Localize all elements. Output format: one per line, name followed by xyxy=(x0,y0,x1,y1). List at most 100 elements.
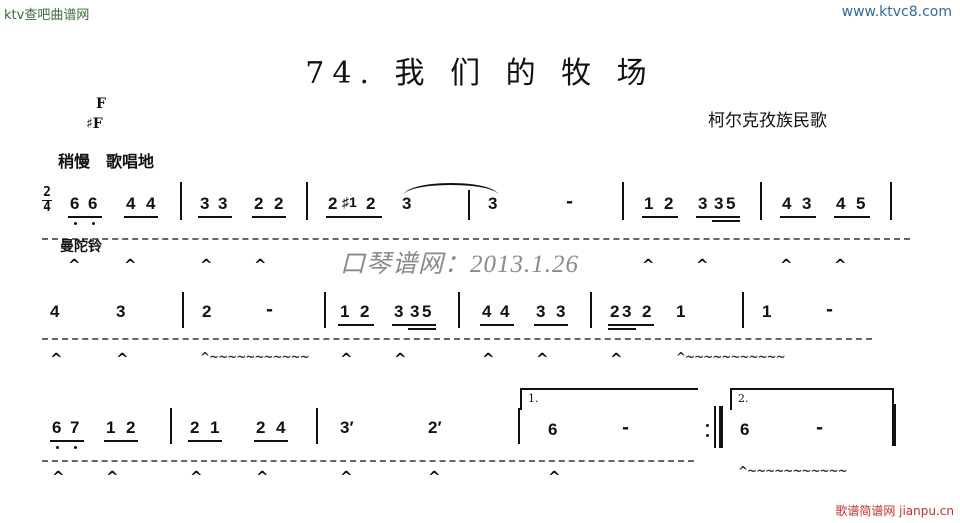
accompaniment-line xyxy=(42,460,694,462)
time-signature-divider xyxy=(42,200,52,201)
sustain-dash: - xyxy=(816,418,824,438)
note: 6 xyxy=(740,420,750,439)
underline xyxy=(252,216,286,218)
barline xyxy=(306,182,308,220)
accent-mark: ^ xyxy=(428,468,441,486)
underline xyxy=(338,324,374,326)
underline xyxy=(534,324,568,326)
note: 1 xyxy=(106,418,116,437)
accent-mark: ^ xyxy=(834,256,847,274)
note: 2 xyxy=(274,194,284,213)
underline xyxy=(834,216,870,218)
note: 6 xyxy=(88,194,98,213)
accent-mark: ^ xyxy=(340,468,353,486)
note: 6 xyxy=(70,194,80,213)
note: 4 xyxy=(482,302,492,321)
note: 1 xyxy=(340,302,350,321)
watermark-top-left: ktv查吧曲谱网 xyxy=(4,8,90,23)
accent-mark: ^ xyxy=(696,256,709,274)
watermark-middle: 口琴谱网：2013.1.26 xyxy=(340,251,580,278)
repeat-dot xyxy=(706,434,709,437)
instrument-label: 曼陀铃 xyxy=(60,239,102,255)
accent-mark: ^ xyxy=(68,256,81,274)
note: 5 xyxy=(856,194,866,213)
accent-mark: ^ xyxy=(200,256,213,274)
accent-mark: ^ xyxy=(190,468,203,486)
note: 3 xyxy=(394,302,404,321)
sustain-dash: - xyxy=(266,300,274,320)
note: 3 xyxy=(410,302,420,321)
watermark-top-right: www.ktvc8.com xyxy=(841,4,952,20)
note: 2 xyxy=(328,194,338,213)
underline xyxy=(50,440,84,442)
accent-mark: ^ xyxy=(548,468,561,486)
barline xyxy=(622,182,624,220)
time-signature-top: 2 xyxy=(43,185,51,200)
note: 3 xyxy=(402,194,412,213)
double-underline xyxy=(608,328,636,330)
note: 3 xyxy=(714,194,724,213)
accent-mark: ^ xyxy=(254,256,267,274)
accent-mark: ^ xyxy=(642,256,655,274)
double-underline xyxy=(712,220,740,222)
barline xyxy=(890,182,892,220)
low-octave-dot xyxy=(92,222,95,225)
barline xyxy=(468,190,470,220)
volta-label-2: 2. xyxy=(738,392,749,405)
barline xyxy=(742,292,744,328)
underline xyxy=(254,440,288,442)
low-octave-dot xyxy=(74,222,77,225)
note: 2 xyxy=(664,194,674,213)
note: 4 xyxy=(836,194,846,213)
underline xyxy=(608,324,654,326)
key-signature-line1: F xyxy=(96,96,106,112)
note: 4 xyxy=(146,194,156,213)
note: 2 xyxy=(254,194,264,213)
note: 4 xyxy=(126,194,136,213)
barline xyxy=(180,182,182,220)
note: 3 xyxy=(698,194,708,213)
note: 4 xyxy=(500,302,510,321)
composer-credit: 柯尔克孜族民歌 xyxy=(708,111,827,131)
sustain-dash: - xyxy=(826,300,834,320)
volta-bracket-2: 2. xyxy=(730,388,894,410)
low-octave-dot xyxy=(56,446,59,449)
accent-mark: ^ xyxy=(50,350,63,368)
note: 2 xyxy=(360,302,370,321)
note: 2 xyxy=(126,418,136,437)
repeat-dot xyxy=(706,424,709,427)
underline xyxy=(326,216,382,218)
tie-arc xyxy=(404,183,498,195)
note: 3 xyxy=(536,302,546,321)
barline xyxy=(590,292,592,328)
note: 2 xyxy=(642,302,652,321)
key-signature-line2: ♯F xyxy=(86,116,103,132)
barline xyxy=(518,408,520,444)
accent-mark: ^ xyxy=(116,350,129,368)
low-octave-dot xyxy=(74,446,77,449)
note: 3 xyxy=(488,194,498,213)
note: 1 xyxy=(644,194,654,213)
note: 5 xyxy=(422,302,432,321)
volta-label-1: 1. xyxy=(528,392,539,405)
note: 2 xyxy=(190,418,200,437)
barline xyxy=(458,292,460,328)
accent-mark: ^ xyxy=(340,350,353,368)
note: 3 xyxy=(116,302,126,321)
note: 4 xyxy=(782,194,792,213)
note: 7 xyxy=(70,418,80,437)
repeat-barline-thin xyxy=(714,406,716,448)
accompaniment-line xyxy=(42,338,872,340)
underline xyxy=(480,324,514,326)
song-title: 74. 我 们 的 牧 场 xyxy=(305,56,655,91)
note: 3 xyxy=(556,302,566,321)
accent-mark: ^ xyxy=(256,468,269,486)
note: 2 xyxy=(202,302,212,321)
note: 3 xyxy=(200,194,210,213)
underline xyxy=(124,216,158,218)
time-signature: 2 4 xyxy=(42,186,52,215)
sustain-dash: - xyxy=(622,418,630,438)
underline xyxy=(392,324,436,326)
barline xyxy=(760,182,762,220)
note: 4 xyxy=(50,302,60,321)
